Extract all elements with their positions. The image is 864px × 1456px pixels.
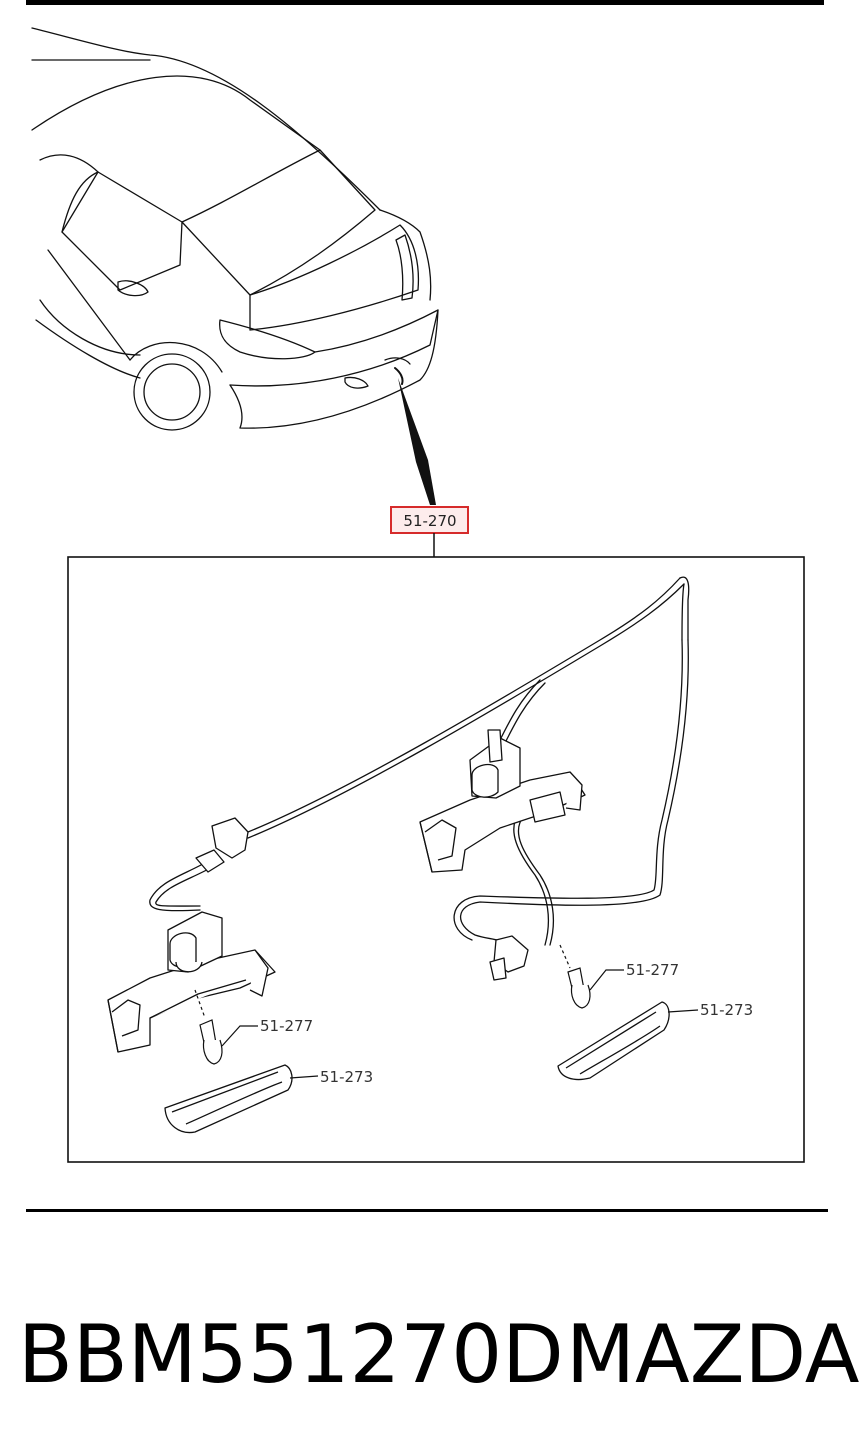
car-rear-illustration [31,27,439,431]
harness-clips [195,817,529,981]
callout-label: 51-270 [403,512,456,530]
assembly-frame [67,556,805,1163]
right-lamp-housing [419,729,586,873]
bulb-right-icon [559,944,591,1009]
brand-name: MAZDA [566,1308,860,1401]
leader-line [398,378,436,505]
label-bulb-right: 51-277 [626,961,679,979]
lens-left-icon [164,1064,293,1134]
caption: BBM551270D MAZDA [0,1300,864,1410]
top-rule [26,0,824,5]
sub-leaders [221,969,699,1079]
lens-right-icon [557,1001,670,1081]
wiring-harness [149,576,690,946]
bulb-left-icon [194,989,223,1065]
bottom-rule [26,1209,828,1212]
label-lens-left: 51-273 [320,1068,373,1086]
callout-box [390,506,469,534]
callout-51-270[interactable]: 51-270 [390,506,469,534]
left-lamp-housing [107,911,276,1053]
label-bulb-left: 51-277 [260,1017,313,1035]
part-number: BBM551270D [18,1308,564,1401]
label-lens-right: 51-273 [700,1001,753,1019]
parts-diagram: 51-270 [26,0,828,1212]
